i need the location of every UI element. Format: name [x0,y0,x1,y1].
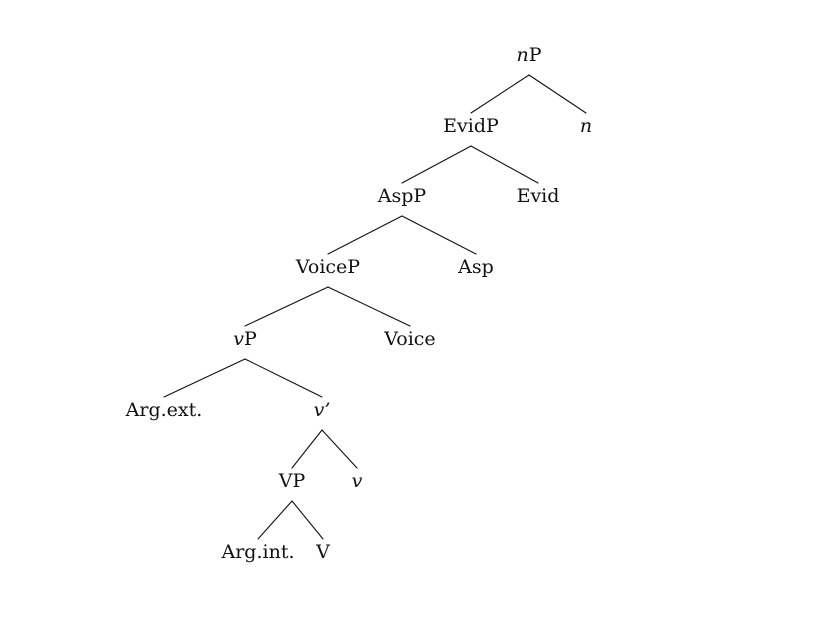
edge-VP-V [291,500,324,540]
node-v-label: V [315,541,330,563]
edge-AspP-Asp [401,215,477,255]
edge-EvidP-AspP [401,145,472,184]
node-argint-label: Arg.int. [221,541,295,563]
node-vp-label: VP [278,470,306,492]
tree-labels: nP n EvidP Evid AspP Asp VoiceP Voice vP Arg.ext.… [125,44,592,563]
edge-AspP-VoiceP [327,215,403,255]
edge-VoiceP-vP [244,286,329,327]
node-np-label: nP [516,44,541,66]
node-evidp-label: EvidP [443,115,499,137]
node-aspp-label: AspP [377,185,427,207]
tree-edges [163,74,587,540]
edge-vBar-VP [291,429,323,469]
edge-VP-ArgInt [257,500,293,540]
edge-vP-ArgExt [163,358,246,398]
edge-nP-EvidP [470,74,530,114]
node-voice-label: Voice [383,328,435,350]
node-voicep-label: VoiceP [295,256,360,278]
node-n-label: n [580,115,592,137]
edge-VoiceP-Voice [327,286,411,327]
node-asp-label: Asp [457,256,494,278]
edge-vP-vBar [244,358,323,398]
edge-EvidP-Evid [470,145,539,184]
node-vbar-label: v’ [314,399,331,421]
edge-vBar-vHead [321,429,358,469]
node-argext-label: Arg.ext. [125,399,203,421]
node-vhead-label: v [352,470,363,492]
node-vp-label: vP [233,328,257,350]
node-evid-label: Evid [517,185,560,207]
edge-nP-n [528,74,587,114]
